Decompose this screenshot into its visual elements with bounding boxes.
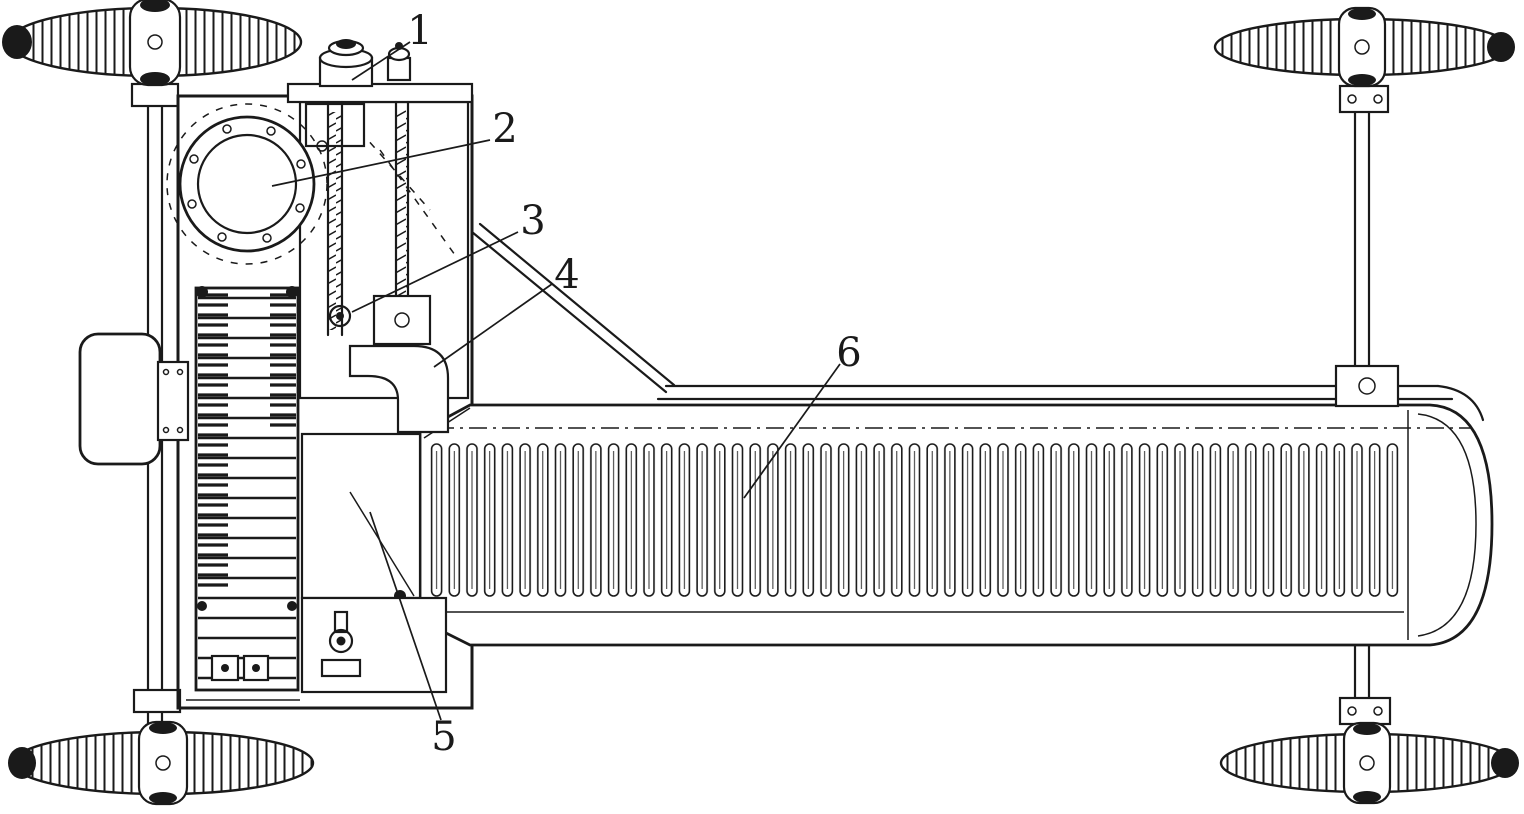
housing-end-seam: [1417, 413, 1477, 637]
fin-array: [428, 442, 1402, 598]
drive-motor: [78, 332, 190, 466]
spindle-side-knob: [386, 42, 412, 82]
adjusting-bolt: [328, 304, 352, 328]
crank-knob: [2, 25, 32, 59]
callout-1-label: 1: [407, 8, 432, 54]
motor-mount-plate: [156, 360, 190, 442]
wheel-hub: [137, 720, 189, 806]
spindle-mount-plate: [286, 82, 474, 104]
right-shaft-guide-plate: [1334, 364, 1400, 408]
flange-inner-ring: [196, 133, 298, 235]
left-axle-bottom-bearing: [132, 688, 182, 714]
right-axle-bottom-bearing: [1338, 696, 1392, 726]
wheel-front-left: [2, 0, 303, 87]
callout-4: 4: [433, 252, 580, 368]
chain-end-blocks: [210, 654, 270, 682]
crank-knob: [8, 747, 36, 779]
callout-6: 6: [743, 330, 862, 499]
callout-3: 3: [351, 198, 546, 313]
support-bracket: [348, 344, 450, 434]
callout-2-label: 2: [492, 106, 517, 152]
lead-screw-thread: [328, 112, 342, 330]
flange-outer-ring: [178, 115, 316, 253]
callout-5: 5: [369, 511, 457, 760]
crank-knob: [1487, 32, 1515, 62]
wheel-rear-left: [8, 720, 315, 806]
tie-rod-and-tube: [470, 222, 1485, 422]
chain-dense-run: [198, 290, 228, 590]
left-axle-top-bearing: [130, 82, 180, 108]
wheel-front-right: [1213, 6, 1515, 88]
callout-6-label: 6: [836, 330, 861, 376]
diagonal-link: [349, 491, 415, 597]
wheel-rear-right: [1219, 721, 1519, 805]
callout-4-label: 4: [554, 252, 579, 298]
flange-bolt-holes: [187, 124, 306, 243]
lower-left-window: [300, 432, 422, 602]
crank-knob: [1491, 748, 1519, 778]
drive-chain-track: [194, 286, 300, 692]
lower-left-jack-box: [186, 596, 448, 701]
finned-heating-element: [428, 442, 1402, 598]
right-axle-top-bearing: [1338, 84, 1390, 114]
screw-nut-block: [372, 294, 432, 346]
callout-1: 1: [351, 8, 433, 81]
right-axle-shaft: [1338, 70, 1392, 752]
feed-screw-columns: [326, 100, 432, 346]
callout-3-label: 3: [520, 198, 545, 244]
callout-2: 2: [271, 106, 518, 187]
callout-5-label: 5: [431, 714, 456, 760]
